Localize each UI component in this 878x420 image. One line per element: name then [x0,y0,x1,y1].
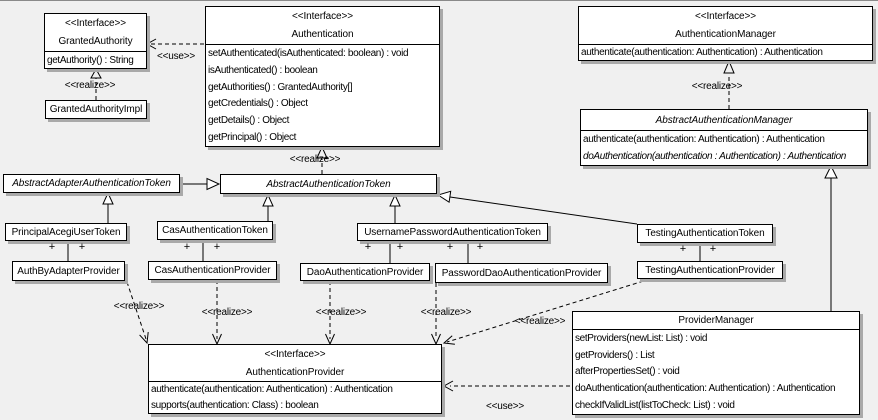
realize-label: <<realize>> [315,307,367,318]
realize-label: <<realize>> [514,316,566,327]
class-auth-by-adapter-provider[interactable]: AuthByAdapterProvider [12,261,125,281]
method: authenticate(authentication: Authenticat… [581,47,823,58]
method: setProviders(newList: List) : void [575,332,708,344]
method: getDetails() : Object [208,115,290,127]
realize-label: <<realize>> [64,80,116,91]
class-header: ProviderManager [573,312,859,330]
method: setAuthenticated(isAuthenticated: boolea… [208,47,409,59]
method: authenticate(authentication: Authenticat… [583,134,825,145]
class-name: CasAuthenticationToken [162,225,268,236]
method-compartment: authenticate(authentication: Authenticat… [149,382,441,413]
multiplicity-plus: + [476,241,484,253]
class-abstract-authentication-manager[interactable]: AbstractAuthenticationManager authentica… [580,109,868,166]
use-label: <<use>> [485,401,525,412]
class-abstract-authentication-token[interactable]: AbstractAuthenticationToken [220,174,437,194]
multiplicity-plus: + [364,241,372,253]
class-header: AbstractAuthenticationManager [581,110,867,131]
stereotype-label: <<Interface>> [292,10,353,22]
multiplicity-plus: + [213,241,221,253]
class-name: Authentication [291,29,354,41]
method-compartment: setProviders(newList: List) : void getPr… [573,330,859,414]
multiplicity-plus: + [78,241,86,253]
class-header: <<Interface>> GrantedAuthority [45,14,146,52]
method: afterPropertiesSet() : void [575,366,680,378]
method: authenticate(authentication: Authenticat… [151,384,393,396]
class-name: AuthByAdapterProvider [17,265,120,277]
class-dao-authentication-provider[interactable]: DaoAuthenticationProvider [300,263,430,281]
realize-label: <<realize>> [691,81,743,92]
class-principal-acegi-user-token[interactable]: PrincipalAcegiUserToken [5,223,127,241]
class-password-dao-authentication-provider[interactable]: PasswordDaoAuthenticationProvider [435,263,608,283]
stereotype-label: <<Interface>> [264,348,326,360]
method: getCredentials() : Object [208,98,308,110]
class-authentication[interactable]: <<Interface>> Authentication setAuthenti… [205,6,440,147]
multiplicity-plus: + [679,243,687,255]
class-cas-authentication-provider[interactable]: CasAuthenticationProvider [148,261,277,280]
class-name: PrincipalAcegiUserToken [11,226,121,238]
class-authentication-provider[interactable]: <<Interface>> AuthenticationProvider aut… [148,344,442,414]
class-granted-authority[interactable]: <<Interface>> GrantedAuthority getAuthor… [44,13,147,69]
method: doAuthentication(authentication: Authent… [575,383,836,395]
class-name: ProviderManager [678,315,754,326]
use-label: <<use>> [156,51,196,62]
realize-label: <<realize>> [420,307,472,318]
class-cas-authentication-token[interactable]: CasAuthenticationToken [157,221,273,240]
method: getAuthority() : String [47,54,134,66]
method: getAuthorities() : GrantedAuthority[] [208,81,353,93]
class-name: AbstractAuthenticationToken [266,178,391,190]
class-name: DaoAuthenticationProvider [306,266,424,278]
class-name: PasswordDaoAuthenticationProvider [441,267,602,279]
method-compartment: authenticate(authentication: Authenticat… [579,45,872,60]
multiplicity-plus: + [396,241,404,253]
method-compartment: setAuthenticated(isAuthenticated: boolea… [206,45,439,146]
method: checkIfValidList(listToCheck: List) : vo… [575,400,735,412]
class-name: TestingAuthenticationToken [645,228,765,239]
multiplicity-plus: + [48,241,56,253]
multiplicity-plus: + [183,241,191,253]
realize-label: <<realize>> [113,301,165,312]
class-name: TestingAuthenticationProvider [645,264,775,276]
class-header: <<Interface>> Authentication [206,7,439,45]
class-name: CasAuthenticationProvider [154,265,271,276]
method: getPrincipal() : Object [208,132,297,144]
class-header: <<Interface>> AuthenticationManager [579,7,872,45]
method-compartment: getAuthority() : String [45,52,146,68]
class-provider-manager[interactable]: ProviderManager setProviders(newList: Li… [572,311,860,415]
method: isAuthenticated() : boolean [208,64,318,76]
class-testing-authentication-provider[interactable]: TestingAuthenticationProvider [637,261,783,279]
stereotype-label: <<Interface>> [65,17,126,29]
class-testing-authentication-token[interactable]: TestingAuthenticationToken [637,224,773,243]
class-name: GrantedAuthority [58,36,133,48]
class-name: AbstractAuthenticationManager [655,114,793,126]
class-name: UsernamePasswordAuthenticationToken [364,226,541,238]
abstract-method: doAuthentication(authentication : Authen… [583,151,847,162]
class-abstract-adapter-authentication-token[interactable]: AbstractAdapterAuthenticationToken [3,174,180,193]
class-header: <<Interface>> AuthenticationProvider [149,345,441,382]
realize-label: <<realize>> [289,154,341,165]
class-name: AbstractAdapterAuthenticationToken [12,178,171,189]
method: supports(authentication: Class) : boolea… [151,399,319,411]
class-name: AuthenticationManager [675,29,776,41]
stereotype-label: <<Interface>> [695,10,756,22]
class-username-password-authentication-token[interactable]: UsernamePasswordAuthenticationToken [357,223,548,241]
class-authentication-manager[interactable]: <<Interface>> AuthenticationManager auth… [578,6,873,61]
class-name: GrantedAuthorityImpl [49,104,143,115]
multiplicity-plus: + [446,241,454,253]
class-granted-authority-impl[interactable]: GrantedAuthorityImpl [45,100,147,119]
multiplicity-plus: + [709,243,717,255]
realize-label: <<realize>> [201,307,253,318]
method: getProviders() : List [575,349,655,361]
class-name: AuthenticationProvider [245,366,345,378]
method-compartment: authenticate(authentication: Authenticat… [581,131,867,165]
